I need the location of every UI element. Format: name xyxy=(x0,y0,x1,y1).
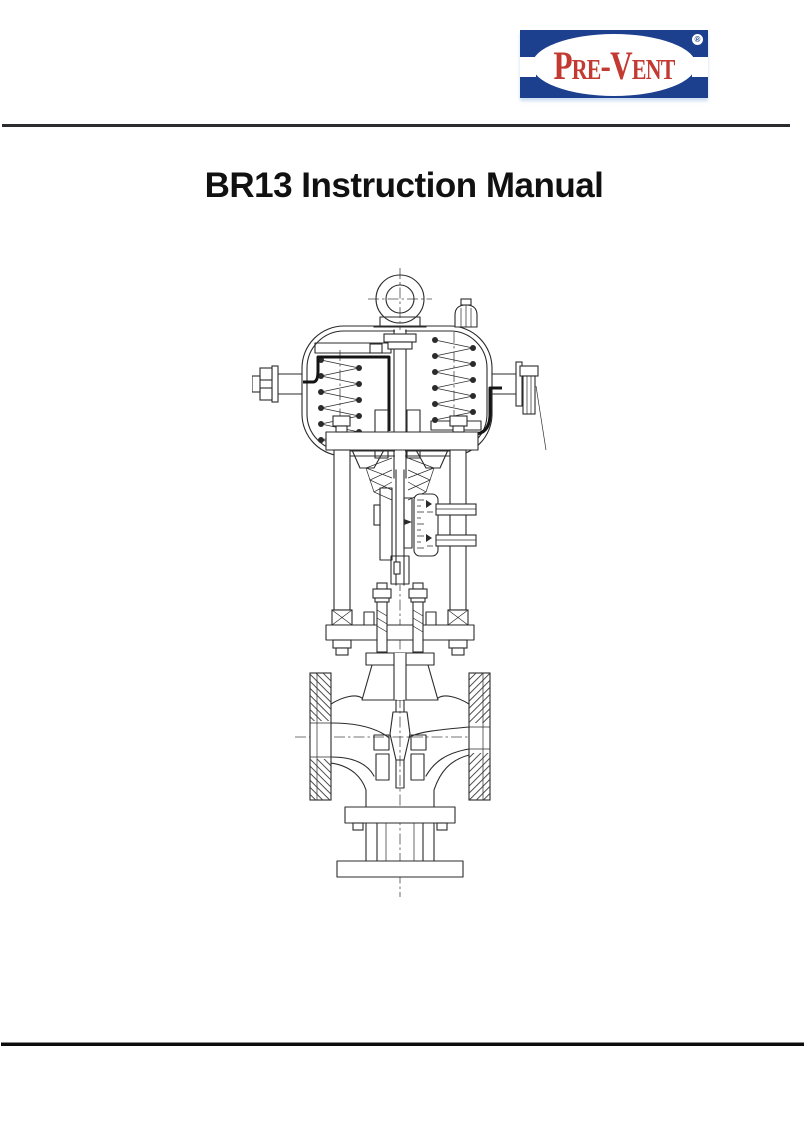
yoke-flange xyxy=(325,415,479,469)
logo-vessel-shape xyxy=(520,30,708,98)
lifting-eye xyxy=(373,274,427,328)
actuator-stem-hub xyxy=(369,329,421,479)
yoke-base-plate xyxy=(325,582,475,656)
page-title: BR13 Instruction Manual xyxy=(204,166,604,205)
company-logo: Pre-Vent ® xyxy=(520,30,708,98)
header-divider-line xyxy=(2,124,790,127)
stem-clamp xyxy=(373,469,413,586)
bottom-flange xyxy=(336,806,464,878)
valve-cross-section-drawing xyxy=(252,268,547,897)
footer-divider-line xyxy=(1,1042,804,1046)
stem-bellows xyxy=(365,457,435,501)
valve-body xyxy=(309,672,491,808)
valve-bonnet xyxy=(361,652,439,701)
travel-indicator-scale xyxy=(404,493,477,557)
vent-cap xyxy=(454,298,478,328)
yoke-pillars xyxy=(331,449,469,626)
registered-trademark-icon: ® xyxy=(692,34,703,45)
logo-wordmark: Pre-Vent xyxy=(553,42,676,88)
